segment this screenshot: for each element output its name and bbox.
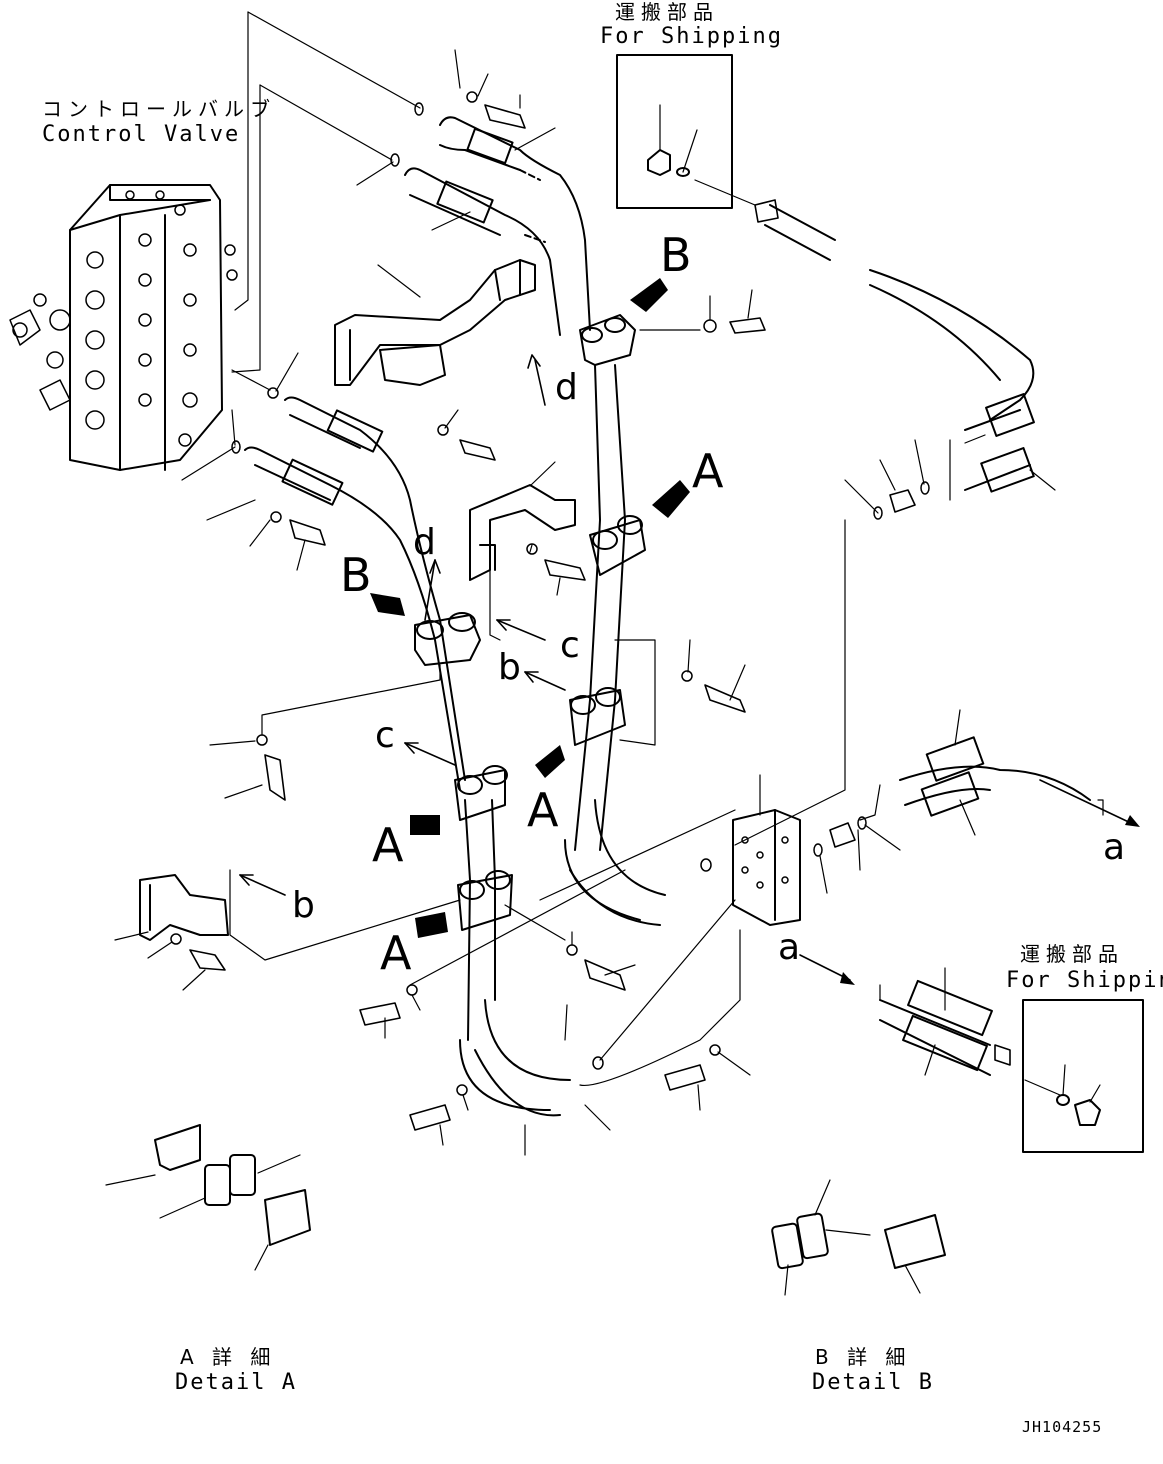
clamp-mid-a bbox=[569, 687, 626, 746]
arrow-b-mid bbox=[370, 593, 405, 616]
callout-d-upper: d bbox=[555, 367, 578, 408]
shipping-box-top bbox=[616, 54, 733, 209]
clamp-upper-a bbox=[589, 515, 646, 576]
center-pipe-bundle bbox=[464, 364, 626, 1041]
manifold-plate bbox=[732, 809, 801, 926]
control-valve-block bbox=[9, 184, 238, 471]
bracket-b bbox=[139, 874, 229, 941]
curved-hoses bbox=[459, 799, 666, 1117]
arrow-a-mid-right bbox=[535, 745, 565, 778]
control-valve-en-label: Control Valve bbox=[42, 122, 241, 147]
detail-b-parts bbox=[771, 1212, 946, 1270]
bolts bbox=[189, 104, 766, 1131]
callout-a-lower: A bbox=[380, 926, 412, 980]
shipping-top-jp-label: 運搬部品 bbox=[615, 0, 719, 24]
bottom-right-hoses bbox=[879, 979, 993, 1076]
control-valve-jp-label: コントロールバルブ bbox=[42, 97, 276, 121]
callout-c-left: c bbox=[375, 715, 395, 756]
detail-a-en-label: Detail A bbox=[175, 1370, 297, 1395]
reference-lines bbox=[229, 179, 1104, 1096]
callout-a-upper: A bbox=[692, 444, 724, 498]
right-lower-hoses bbox=[899, 736, 1091, 817]
shipping-box-right bbox=[1022, 999, 1144, 1153]
bracket-a bbox=[469, 484, 576, 581]
detail-b-en-label: Detail B bbox=[812, 1370, 934, 1395]
right-upper-hoses bbox=[764, 204, 1035, 493]
detail-a-jp-label: A 詳 細 bbox=[180, 1345, 277, 1369]
lower-pipes bbox=[244, 396, 466, 791]
callout-b-mid: B bbox=[340, 548, 372, 602]
detail-a-parts bbox=[154, 1124, 311, 1246]
callout-a-small-lower: a bbox=[778, 927, 801, 968]
arrow-a-lower-left2 bbox=[415, 912, 448, 938]
detail-b-jp-label: B 詳 細 bbox=[815, 1345, 912, 1369]
arrow-b-upper bbox=[630, 278, 668, 312]
arrow-a-lower-left bbox=[410, 815, 440, 835]
clamp-upper-b bbox=[579, 314, 636, 366]
washers bbox=[170, 91, 930, 1096]
clamp-mid-b bbox=[414, 612, 481, 666]
clamps bbox=[414, 314, 646, 931]
clamp-lower-a2 bbox=[457, 870, 513, 931]
shipping-right-jp-label: 運搬部品 bbox=[1020, 942, 1124, 966]
thin-arrows bbox=[239, 354, 1136, 981]
fittings bbox=[754, 199, 1011, 1066]
bracket-d-upper bbox=[334, 259, 536, 386]
upper-pipes bbox=[404, 116, 591, 336]
callout-a-left: A bbox=[372, 818, 404, 872]
arrow-a-upper bbox=[652, 480, 690, 518]
direction-arrows bbox=[370, 278, 1140, 985]
control-valve-leaders bbox=[231, 11, 421, 446]
leader-lines bbox=[105, 49, 1101, 1296]
callout-d-mid: d bbox=[413, 522, 436, 563]
callout-a-small-right: a bbox=[1103, 827, 1126, 868]
drawing-code-label: JH104255 bbox=[1022, 1418, 1103, 1436]
callout-c-right: c bbox=[560, 625, 580, 666]
callout-b-upper: B bbox=[660, 228, 692, 282]
shipping-right-en-label: For Shipping bbox=[1006, 968, 1163, 993]
callout-b-small-bracket: b bbox=[292, 885, 315, 926]
clamp-lower-a1 bbox=[454, 765, 508, 821]
shipping-top-en-label: For Shipping bbox=[600, 24, 783, 49]
callout-a-mid: A bbox=[527, 783, 559, 837]
callout-b-small-mid: b bbox=[498, 647, 521, 688]
